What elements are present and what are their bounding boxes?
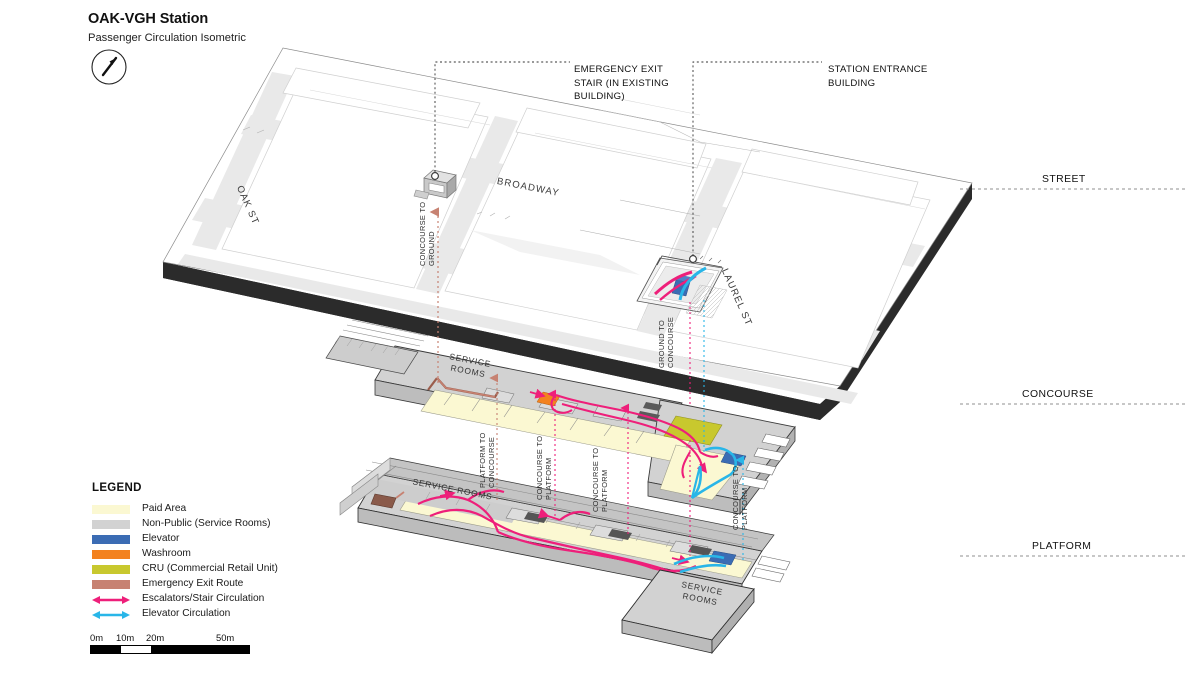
scale-tick-0m: 0m: [90, 632, 104, 643]
page-subtitle: Passenger Circulation Isometric: [88, 32, 246, 45]
scale-bar: 0m 10m 20m 50m: [90, 632, 250, 654]
platform-level-plane: [339, 457, 791, 655]
escalator-circulation-platform: [417, 489, 697, 578]
level-rules: [960, 188, 1185, 557]
page-title: OAK-VGH Station: [88, 11, 209, 27]
legend-label-paid-area: Paid Area: [142, 503, 187, 515]
legend-label-washroom: Washroom: [142, 548, 191, 560]
level-label-platform: PLATFORM: [1032, 541, 1092, 552]
legend-label-emergency-exit: Emergency Exit Route: [142, 578, 244, 590]
legend-item-paid-area: Paid Area: [92, 502, 392, 517]
callout-station-entrance-building: STATION ENTRANCE BUILDING: [828, 64, 928, 89]
station-entrance-building-structure: [636, 255, 728, 319]
level-label-concourse: CONCOURSE: [1022, 389, 1094, 400]
legend-label-escalator-stair: Escalators/Stair Circulation: [142, 593, 265, 605]
scale-seg-2: [151, 646, 249, 653]
platform-exit-block: [370, 493, 397, 509]
elevator-circulation-platform: [673, 554, 727, 574]
level-label-street: STREET: [1042, 174, 1086, 185]
emergency-exit-stair-structure: [413, 169, 457, 200]
callout-emergency-exit-stair: EMERGENCY EXIT STAIR (IN EXISTING BUILDI…: [574, 64, 669, 103]
legend-label-elevator-circulation: Elevator Circulation: [142, 608, 231, 620]
legend-item-washroom: Washroom: [92, 547, 392, 562]
legend-arrow-elevator-icon: [92, 610, 130, 619]
scale-tick-50m: 50m: [216, 632, 235, 643]
scale-tick-10m: 10m: [116, 632, 135, 643]
legend-item-emergency-exit: Emergency Exit Route: [92, 577, 392, 592]
legend-label-elevator: Elevator: [142, 533, 180, 545]
scale-bar-ticks: 0m 10m 20m 50m: [90, 632, 250, 644]
legend-swatch-non-public: [92, 520, 130, 529]
label-concourse-to-platform-1: CONCOURSE TO PLATFORM: [535, 435, 554, 500]
escalator-circulation-concourse: [550, 394, 719, 479]
legend-title: LEGEND: [92, 482, 142, 494]
label-concourse-to-ground: CONCOURSE TO GROUND: [418, 201, 437, 266]
legend-item-escalator-stair: Escalators/Stair Circulation: [92, 592, 392, 607]
connector-concourse-to-platform-3: [689, 440, 745, 560]
street-level-plane: [162, 47, 973, 420]
legend-swatch-paid-area: [92, 505, 130, 514]
scale-seg-1: [91, 646, 121, 653]
legend-arrow-escalator-icon: [92, 595, 130, 604]
legend-label-non-public: Non-Public (Service Rooms): [142, 518, 271, 530]
scale-bar-graphic: [90, 645, 250, 654]
scale-tick-20m: 20m: [146, 632, 165, 643]
legend-swatch-emergency-exit: [92, 580, 130, 589]
legend-item-elevator-circulation: Elevator Circulation: [92, 607, 392, 622]
label-concourse-to-platform-3: CONCOURSE TO PLATFORM: [731, 465, 750, 530]
legend-item-cru: CRU (Commercial Retail Unit): [92, 562, 392, 577]
legend: LEGEND Paid Area Non-Public (Service Roo…: [92, 482, 392, 622]
label-concourse-to-platform-2: CONCOURSE TO PLATFORM: [591, 447, 610, 512]
legend-swatch-cru: [92, 565, 130, 574]
legend-swatch-elevator: [92, 535, 130, 544]
legend-label-cru: CRU (Commercial Retail Unit): [142, 563, 278, 575]
north-arrow-icon: [91, 49, 127, 85]
legend-swatch-washroom: [92, 550, 130, 559]
cru-block: [663, 415, 723, 446]
connector-emergency-exit-callout: [431, 61, 570, 180]
legend-item-elevator: Elevator: [92, 532, 392, 547]
title-block: OAK-VGH Station Passenger Circulation Is…: [88, 10, 418, 45]
label-platform-to-concourse: PLATFORM TO CONCOURSE: [478, 432, 497, 488]
label-ground-to-concourse: GROUND TO CONCOURSE: [657, 316, 676, 368]
connector-station-entrance-callout: [689, 61, 822, 263]
legend-item-non-public: Non-Public (Service Rooms): [92, 517, 392, 532]
